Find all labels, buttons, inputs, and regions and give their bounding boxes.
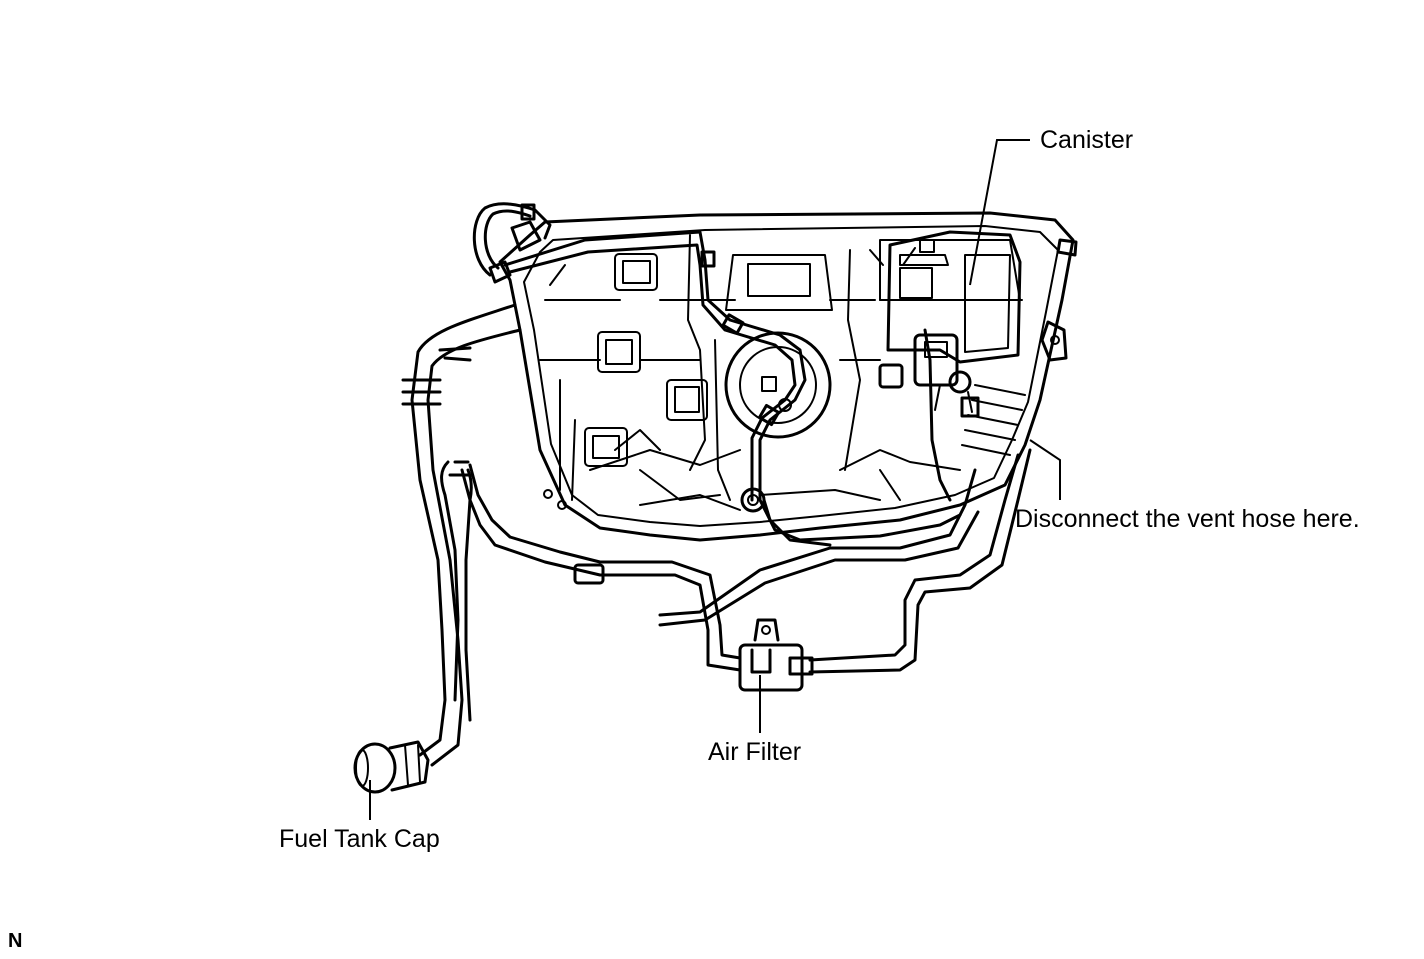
canister-label: Canister: [1040, 126, 1134, 154]
fuel-tank: [498, 211, 1078, 542]
figure-code: N: [8, 930, 23, 952]
fuel-tank-cap-label: Fuel Tank Cap: [279, 825, 440, 853]
vent-hose-label: Disconnect the vent hose here.: [1015, 505, 1360, 533]
air-filter: [738, 618, 814, 692]
air-filter-label: Air Filter: [708, 738, 802, 766]
wire-harness: [472, 202, 962, 542]
vent-hoses: [460, 448, 1032, 674]
canister-leader: [969, 139, 1030, 286]
filler-neck: [401, 303, 522, 767]
fuel-tank-cap: [353, 740, 430, 794]
canister: [878, 230, 1022, 418]
leader-lines: [369, 139, 1061, 820]
vent-hose-leader: [1029, 439, 1061, 500]
